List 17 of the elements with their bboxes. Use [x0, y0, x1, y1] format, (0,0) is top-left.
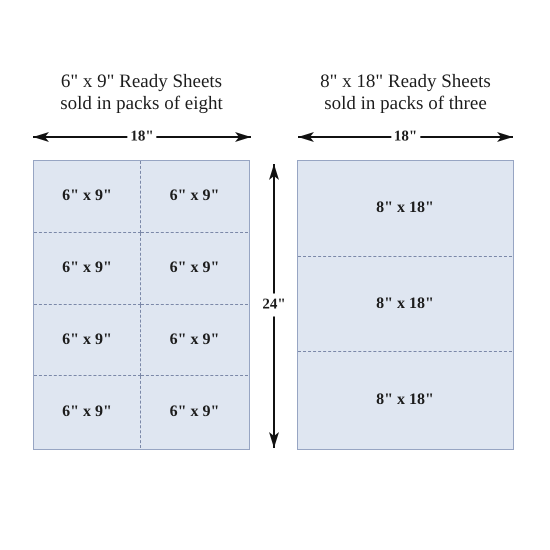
size-label: 8" x 18" — [376, 294, 434, 313]
size-label: 6" x 9" — [170, 187, 220, 206]
size-label: 8" x 18" — [376, 199, 434, 218]
size-label: 6" x 9" — [170, 259, 220, 278]
sheet-section — [34, 304, 141, 376]
size-label: 6" x 9" — [62, 259, 112, 278]
sheet-heading: 8" x 18" Ready Sheets sold in packs of three — [319, 71, 492, 115]
size-label: 6" x 9" — [62, 187, 112, 206]
size-label: 6" x 9" — [170, 330, 220, 349]
size-label: 6" x 9" — [62, 403, 112, 422]
dimension-label: 24" — [262, 294, 286, 316]
size-label: 6" x 9" — [62, 330, 112, 349]
sheet-section — [34, 232, 141, 304]
sheet-heading: 6" x 9" Ready Sheets sold in packs of eight — [59, 71, 224, 115]
size-label: 6" x 9" — [170, 403, 220, 422]
sheet-section — [34, 161, 141, 233]
size-label: 8" x 18" — [376, 391, 434, 410]
